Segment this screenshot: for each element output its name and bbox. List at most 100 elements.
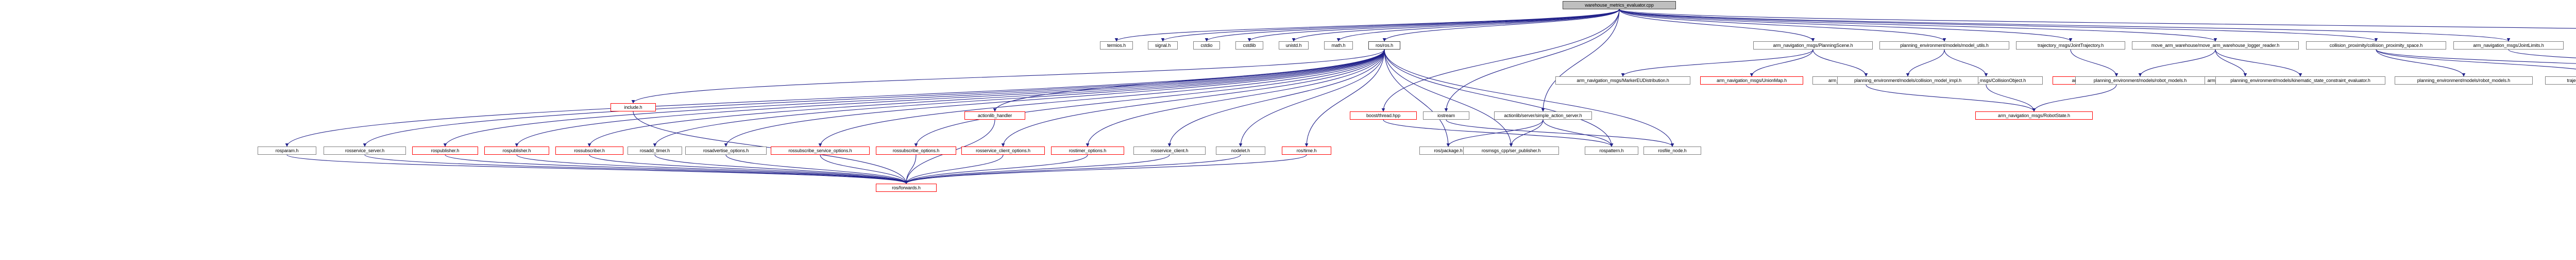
graph-node[interactable]: rosparam.h	[258, 147, 316, 155]
graph-edge	[1161, 9, 1620, 42]
graph-node[interactable]: planning_environment/models/collision_mo…	[1837, 76, 1978, 85]
graph-edge	[1446, 119, 1544, 147]
graph-node[interactable]: math.h	[1324, 41, 1353, 50]
graph-node[interactable]: ros/forwards.h	[876, 184, 937, 192]
graph-edge	[1384, 49, 1614, 147]
graph-node[interactable]: rossubscribe_service_options.h	[771, 147, 870, 155]
graph-node[interactable]: trajectory_msgs/JointTrajectoryPoint.h	[2545, 76, 2576, 85]
graph-edge	[904, 154, 1004, 184]
graph-node[interactable]: arm_navigation_msgs/PlanningScene.h	[1753, 41, 1873, 50]
graph-node[interactable]: cstdio	[1193, 41, 1220, 50]
graph-edge	[1167, 49, 1385, 147]
graph-edge	[443, 49, 1385, 147]
graph-node[interactable]: actionlib_handler	[964, 111, 1025, 120]
graph-edge	[1384, 49, 1674, 147]
graph-node[interactable]: rosadd_timer.h	[628, 147, 682, 155]
graph-node[interactable]: rospublisher.h	[484, 147, 549, 155]
graph-node[interactable]: boost/thread.hpp	[1350, 111, 1417, 120]
graph-node[interactable]: rospublisher.h	[412, 147, 478, 155]
graph-node[interactable]: arm_navigation_msgs/RobotState.h	[1975, 111, 2093, 120]
graph-edge	[1205, 9, 1620, 42]
graph-edge	[1619, 9, 1946, 42]
graph-edge	[1001, 49, 1385, 147]
graph-node[interactable]: signal.h	[1148, 41, 1178, 50]
graph-node[interactable]: arm_navigation_msgs/MarkerEUDistribution…	[1555, 76, 1690, 85]
graph-node[interactable]: termios.h	[1100, 41, 1133, 50]
graph-edge	[1543, 119, 1614, 147]
graph-node[interactable]: trajectory_msgs/JointTrajectory.h	[2016, 41, 2125, 50]
graph-edge	[2508, 49, 2576, 58]
graph-node[interactable]: rossubscriber.h	[555, 147, 623, 155]
graph-edge	[654, 154, 908, 184]
graph-node[interactable]: include.h	[611, 103, 656, 111]
graph-node[interactable]: planning_environment/models/kinematic_st…	[2215, 76, 2385, 85]
graph-edge	[1812, 49, 1868, 77]
graph-node[interactable]: collision_proximity/collision_proximity_…	[2306, 41, 2446, 50]
graph-node[interactable]: rosfile_node.h	[1643, 147, 1701, 155]
graph-edge	[631, 49, 1385, 104]
graph-node[interactable]: rossubscribe_options.h	[876, 147, 956, 155]
graph-edge	[2032, 84, 2117, 112]
graph-edge	[1541, 9, 1620, 112]
graph-node[interactable]: arm_navigation_msgs/UnionMap.h	[1700, 76, 1803, 85]
graph-edge	[2215, 49, 2302, 77]
graph-node[interactable]: planning_environment/models/robot_models…	[2395, 76, 2533, 85]
graph-node[interactable]: rostimer_options.h	[1051, 147, 1124, 155]
graph-node[interactable]: cstdlib	[1235, 41, 1263, 50]
graph-edge	[1619, 9, 2217, 42]
graph-edge	[1382, 9, 1620, 42]
graph-edge	[914, 49, 1385, 147]
graph-edge	[363, 49, 1385, 147]
graph-node[interactable]: arm_navigation_msgs/JointLimits.h	[2453, 41, 2564, 50]
graph-node[interactable]: actionlib/server/simple_action_server.h	[1494, 111, 1592, 120]
graph-edge	[1381, 9, 1620, 112]
graph-edge	[993, 49, 1385, 112]
graph-edge	[285, 49, 1385, 147]
graph-edge	[820, 154, 908, 184]
graph-node[interactable]: iostream	[1423, 111, 1469, 120]
graph-node[interactable]: rospattern.h	[1585, 147, 1638, 155]
graph-edge	[1086, 49, 1385, 147]
graph-edge	[1619, 9, 2378, 42]
graph-node[interactable]: rosadvertise_options.h	[685, 147, 767, 155]
graph-edge	[2070, 49, 2119, 77]
graph-edge	[515, 49, 1385, 147]
graph-edge	[1619, 9, 2510, 42]
graph-node[interactable]: rosservice_client.h	[1133, 147, 1206, 155]
graph-node[interactable]: planning_environment/models/model_utils.…	[1879, 41, 2009, 50]
graph-edge	[904, 154, 917, 184]
graph-edge	[2215, 49, 2247, 77]
graph-edge	[1292, 9, 1620, 42]
graph-edge	[1384, 49, 1450, 147]
graph-edge	[1986, 84, 2036, 112]
graph-node[interactable]: unistd.h	[1279, 41, 1309, 50]
graph-node[interactable]: rosservice_server.h	[324, 147, 406, 155]
graph-edge	[286, 154, 908, 184]
graph-node-root[interactable]: warehouse_metrics_evaluator.cpp	[1563, 1, 1676, 9]
graph-node[interactable]: rosservice_client_options.h	[961, 147, 1045, 155]
graph-edge	[2138, 49, 2216, 77]
graph-node[interactable]: ros/time.h	[1282, 147, 1331, 155]
graph-edge	[364, 154, 908, 184]
graph-edge	[904, 154, 1307, 184]
graph-node[interactable]: rosmsgs_cpp/ser_publisher.h	[1463, 147, 1559, 155]
graph-edge	[1247, 9, 1620, 42]
graph-edge	[1619, 9, 1815, 42]
graph-node[interactable]: nodelet.h	[1216, 147, 1265, 155]
graph-edge	[725, 154, 908, 184]
graph-edge	[589, 154, 908, 184]
graph-edge	[653, 49, 1385, 147]
graph-edge	[2376, 49, 2576, 64]
graph-node[interactable]: ros/ros.h	[1368, 41, 1400, 50]
graph-edge	[904, 154, 1170, 184]
graph-node[interactable]: move_arm_warehouse/move_arm_warehouse_lo…	[2132, 41, 2299, 50]
graph-node[interactable]: planning_environment/models/robot_models…	[2075, 76, 2205, 85]
graph-edge	[1446, 119, 1674, 147]
graph-edge	[1239, 49, 1385, 147]
graph-edge	[445, 154, 908, 184]
graph-edge	[1621, 49, 1814, 77]
graph-edge	[1383, 119, 1614, 147]
graph-edge	[1336, 9, 1620, 42]
